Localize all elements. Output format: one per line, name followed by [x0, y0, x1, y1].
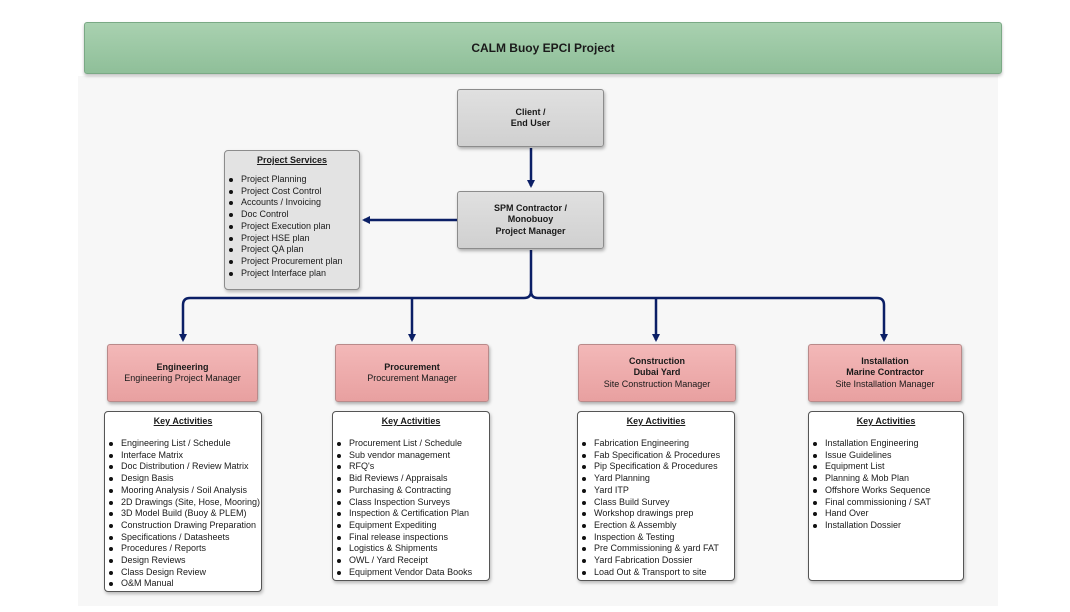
list-item: Fabrication Engineering	[582, 438, 734, 450]
list-item: Inspection & Testing	[582, 532, 734, 544]
list-item: Project HSE plan	[229, 233, 359, 245]
dept-name: Engineering	[156, 361, 209, 372]
spm-node: SPM Contractor / Monobuoy Project Manage…	[457, 191, 604, 249]
list-item: Issue Guidelines	[813, 450, 963, 462]
dept-name: Procurement	[384, 361, 440, 372]
activities-title: Key Activities	[381, 416, 441, 426]
list-item: Pre Commissioning & yard FAT	[582, 543, 734, 555]
list-item: 3D Model Build (Buoy & PLEM)	[109, 508, 261, 520]
list-item: Class Design Review	[109, 567, 261, 579]
list-item: Inspection & Certification Plan	[337, 508, 489, 520]
list-item: Doc Distribution / Review Matrix	[109, 461, 261, 473]
installation-activities-box: Key Activities Installation Engineering …	[808, 411, 964, 581]
list-item: 2D Drawings (Site, Hose, Mooring)	[109, 496, 261, 507]
list-item: Planning & Mob Plan	[813, 473, 963, 485]
list-item: Engineering List / Schedule	[109, 438, 261, 450]
project-services-title: Project Services	[256, 155, 328, 165]
list-item: Yard Planning	[582, 473, 734, 485]
activities-title: Key Activities	[153, 416, 213, 426]
list-item: Project QA plan	[229, 244, 359, 256]
list-item: Design Basis	[109, 473, 261, 485]
client-line2: End User	[510, 118, 551, 128]
list-item: Hand Over	[813, 508, 963, 520]
list-item: Fab Specification & Procedures	[582, 450, 734, 462]
construction-activities-box: Key Activities Fabrication Engineering F…	[577, 411, 735, 581]
page-title: CALM Buoy EPCI Project	[84, 22, 1002, 74]
list-item: Sub vendor management	[337, 450, 489, 462]
list-item: Yard Fabrication Dossier	[582, 555, 734, 567]
list-item: O&M Manual	[109, 578, 261, 590]
list-item: Project Cost Control	[229, 186, 359, 198]
list-item: Procedures / Reports	[109, 543, 261, 555]
list-item: OWL / Yard Receipt	[337, 555, 489, 567]
procurement-node: Procurement Procurement Manager	[335, 344, 489, 402]
dept-subtitle: Dubai Yard	[633, 367, 681, 378]
procurement-activities-box: Key Activities Procurement List / Schedu…	[332, 411, 490, 581]
installation-node: Installation Marine Contractor Site Inst…	[808, 344, 962, 402]
list-item: Yard ITP	[582, 485, 734, 497]
dept-manager: Engineering Project Manager	[124, 373, 241, 383]
list-item: Installation Dossier	[813, 520, 963, 532]
list-item: Equipment List	[813, 461, 963, 473]
list-item: Installation Engineering	[813, 438, 963, 450]
activities-title: Key Activities	[856, 416, 916, 426]
procurement-activities-list: Procurement List / Schedule Sub vendor m…	[333, 438, 489, 578]
list-item: Project Execution plan	[229, 221, 359, 233]
dept-name: Installation	[861, 355, 909, 366]
dept-manager: Procurement Manager	[367, 373, 457, 383]
client-line1: Client /	[515, 106, 546, 117]
list-item: Pip Specification & Procedures	[582, 461, 734, 473]
list-item: Interface Matrix	[109, 450, 261, 462]
dept-name: Construction	[629, 355, 685, 366]
list-item: Logistics & Shipments	[337, 543, 489, 555]
list-item: Class Inspection Surveys	[337, 497, 489, 509]
dept-manager: Site Construction Manager	[603, 378, 711, 389]
spm-line1: SPM Contractor /	[493, 202, 567, 213]
dept-subtitle: Marine Contractor	[846, 367, 924, 378]
list-item: Equipment Vendor Data Books	[337, 567, 489, 579]
construction-node: Construction Dubai Yard Site Constructio…	[578, 344, 736, 402]
client-node: Client / End User	[457, 89, 604, 147]
list-item: Project Interface plan	[229, 268, 359, 280]
branch-right	[529, 290, 888, 342]
list-item: Class Build Survey	[582, 497, 734, 509]
dept-manager: Site Installation Manager	[835, 378, 935, 389]
list-item: Design Reviews	[109, 555, 261, 567]
engineering-node: Engineering Engineering Project Manager	[107, 344, 258, 402]
list-item: Bid Reviews / Appraisals	[337, 473, 489, 485]
list-item: Doc Control	[229, 209, 359, 221]
list-item: Specifications / Datasheets	[109, 532, 261, 544]
list-item: Load Out & Transport to site	[582, 567, 734, 579]
list-item: Final commissioning / SAT	[813, 497, 963, 509]
list-item: Purchasing & Contracting	[337, 485, 489, 497]
spm-line2: Monobuoy	[507, 214, 554, 225]
engineering-activities-list: Engineering List / Schedule Interface Ma…	[105, 438, 261, 590]
engineering-activities-box: Key Activities Engineering List / Schedu…	[104, 411, 262, 592]
installation-activities-list: Installation Engineering Issue Guideline…	[809, 438, 963, 532]
list-item: Equipment Expediting	[337, 520, 489, 532]
list-item: Erection & Assembly	[582, 520, 734, 532]
list-item: Project Procurement plan	[229, 256, 359, 268]
list-item: Final release inspections	[337, 532, 489, 544]
list-item: RFQ's	[337, 461, 489, 473]
spm-line3: Project Manager	[495, 225, 566, 236]
list-item: Offshore Works Sequence	[813, 485, 963, 497]
list-item: Construction Drawing Preparation	[109, 520, 261, 532]
list-item: Procurement List / Schedule	[337, 438, 489, 450]
list-item: Project Planning	[229, 174, 359, 186]
project-services-list: Project Planning Project Cost Control Ac…	[225, 174, 359, 279]
list-item: Accounts / Invoicing	[229, 197, 359, 209]
project-services-box: Project Services Project Planning Projec…	[224, 150, 360, 290]
activities-title: Key Activities	[626, 416, 686, 426]
construction-activities-list: Fabrication Engineering Fab Specificatio…	[578, 438, 734, 578]
list-item: Workshop drawings prep	[582, 508, 734, 520]
list-item: Mooring Analysis / Soil Analysis	[109, 485, 261, 497]
